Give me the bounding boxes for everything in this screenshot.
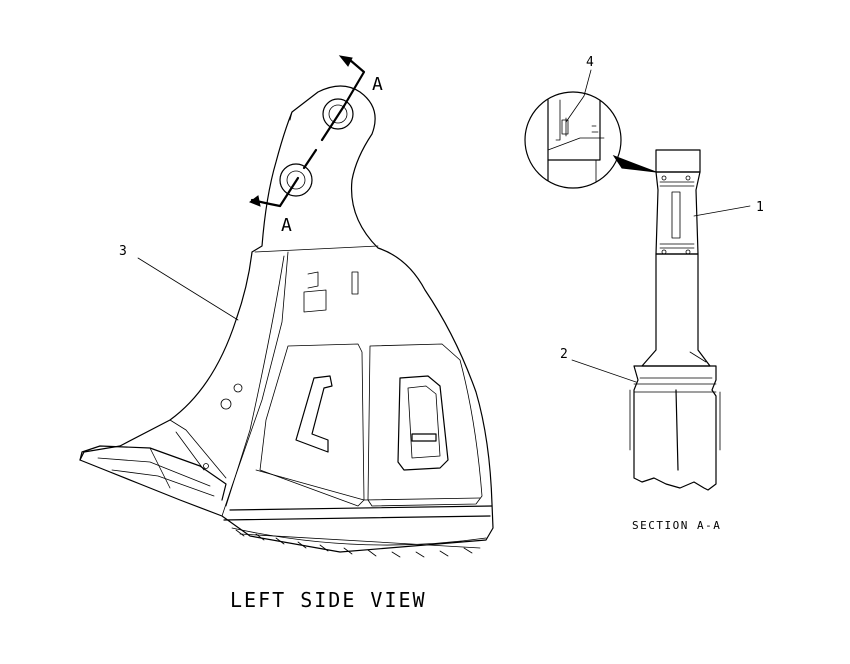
- section-marker-bottom-label: A: [281, 215, 292, 236]
- lower-pin-boss: [279, 163, 313, 197]
- callout-3-leader: [137, 257, 239, 321]
- detail-arrow: [612, 154, 657, 173]
- section-cut-line: [248, 55, 366, 208]
- section-a-a-view: 4 1 2: [524, 55, 764, 491]
- callout-3-label: 3: [119, 244, 127, 259]
- left-side-view-title: LEFT SIDE VIEW: [230, 588, 427, 612]
- bucket-teeth-row: [235, 529, 481, 558]
- section-a-a-title: SECTION A-A: [632, 519, 721, 532]
- callout-1-leader: [693, 205, 751, 217]
- section-marker-top-label: A: [372, 74, 383, 95]
- side-panel-left: [259, 343, 365, 507]
- detail-magnifier-circle: [524, 91, 622, 189]
- side-panel-right: [367, 343, 483, 507]
- callout-4-label: 4: [586, 55, 594, 70]
- callout-2-label: 2: [560, 347, 568, 362]
- upper-pin-boss: [322, 98, 354, 130]
- bucket-outline: [79, 85, 494, 553]
- ripper-bucket-side-view: A A 3: [79, 55, 494, 558]
- callout-1-label: 1: [756, 200, 764, 215]
- callout-2-leader: [571, 359, 637, 383]
- callout-4-leader: [565, 69, 592, 123]
